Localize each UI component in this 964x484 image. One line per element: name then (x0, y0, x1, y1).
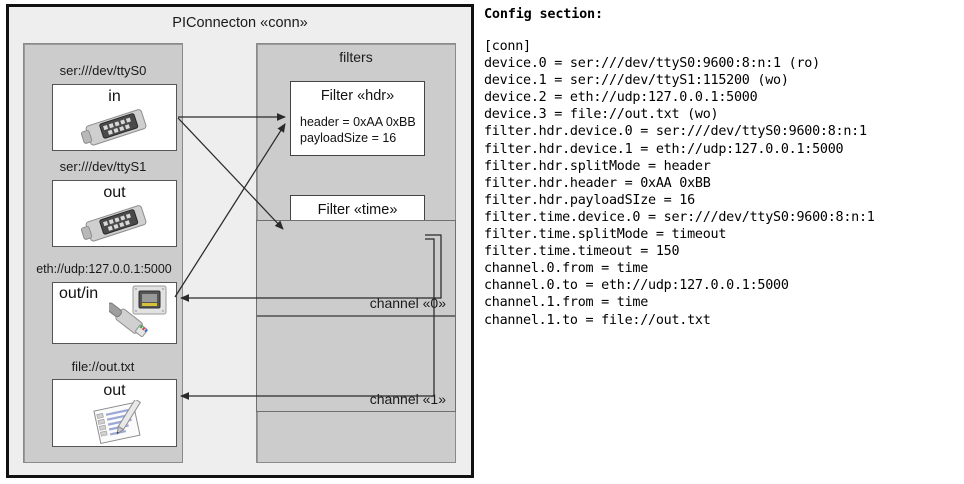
config-line: channel.0.from = time (484, 261, 649, 277)
device-direction-out: out (103, 184, 126, 201)
config-line: device.3 = file://out.txt (wo) (484, 107, 719, 123)
config-line: channel.1.to = file://out.txt (484, 312, 711, 328)
config-heading: Config section: (484, 6, 603, 22)
config-line: filter.hdr.payloadSIze = 16 (484, 192, 695, 208)
config-line: channel.1.from = time (484, 295, 649, 311)
piconnector-component-frame: PIConnecton «conn» ser:///dev/ttyS0 in (6, 4, 474, 478)
config-line: filter.hdr.device.1 = eth://udp:127.0.0.… (484, 141, 844, 157)
filter-hdr-attr-header: header = 0xAA 0xBB (300, 115, 416, 129)
device-direction-out: out (103, 382, 126, 399)
config-lines-list: [conn] device.0 = ser:///dev/ttyS0:9600:8… (484, 38, 960, 329)
filters-group-title: filters (339, 49, 373, 65)
device-box-ser-ttys0[interactable]: in (52, 84, 177, 151)
network-jack-icon (109, 285, 167, 337)
config-section: Config section: [conn] device.0 = ser:///… (484, 6, 960, 476)
device-box-file-out[interactable]: out (52, 379, 177, 447)
serial-port-icon (80, 205, 147, 242)
channel-1-frame: channel «1» (256, 316, 456, 412)
config-line: filter.hdr.splitMode = header (484, 158, 711, 174)
config-line: filter.time.timeout = 150 (484, 244, 680, 260)
channel-0-frame: channel «0» (256, 220, 456, 316)
channel-0-label: channel «0» (369, 295, 446, 311)
config-line: channel.0.to = eth://udp:127.0.0.1:5000 (484, 278, 789, 294)
config-line: device.2 = eth://udp:127.0.0.1:5000 (484, 90, 758, 106)
serial-port-icon (80, 109, 147, 146)
config-line: [conn] (484, 39, 531, 54)
device-direction-in: in (108, 88, 121, 105)
filter-box-hdr[interactable]: Filter «hdr» header = 0xAA 0xBB payloadS… (290, 81, 425, 156)
device-label-ser-ttys1: ser:///dev/ttyS1 (59, 159, 147, 174)
device-label-file-out: file://out.txt (71, 359, 135, 374)
device-box-ser-ttys1[interactable]: out (52, 180, 177, 247)
config-line: filter.hdr.device.0 = ser:///dev/ttyS0:9… (484, 124, 867, 140)
device-direction-out-in: out/in (59, 285, 99, 302)
config-line: device.0 = ser:///dev/ttyS0:9600:8:n:1 (… (484, 56, 820, 72)
config-line: device.1 = ser:///dev/ttyS1:115200 (wo) (484, 73, 789, 89)
filter-hdr-title: Filter «hdr» (320, 88, 395, 104)
component-title: PIConnecton «conn» (172, 15, 308, 31)
filter-time-title: Filter «time» (317, 202, 398, 218)
file-document-icon (93, 400, 142, 445)
channel-1-label: channel «1» (369, 391, 446, 407)
device-label-ser-ttys0: ser:///dev/ttyS0 (59, 63, 147, 78)
config-line: filter.time.splitMode = timeout (484, 227, 727, 243)
config-line: filter.hdr.header = 0xAA 0xBB (484, 175, 711, 191)
device-label-eth-udp: eth://udp:127.0.0.1:5000 (36, 262, 172, 276)
device-box-eth-udp[interactable]: out/in (52, 282, 177, 344)
config-line: filter.time.device.0 = ser:///dev/ttyS0:… (484, 209, 875, 225)
filter-hdr-attr-payloadsize: payloadSize = 16 (300, 131, 397, 145)
